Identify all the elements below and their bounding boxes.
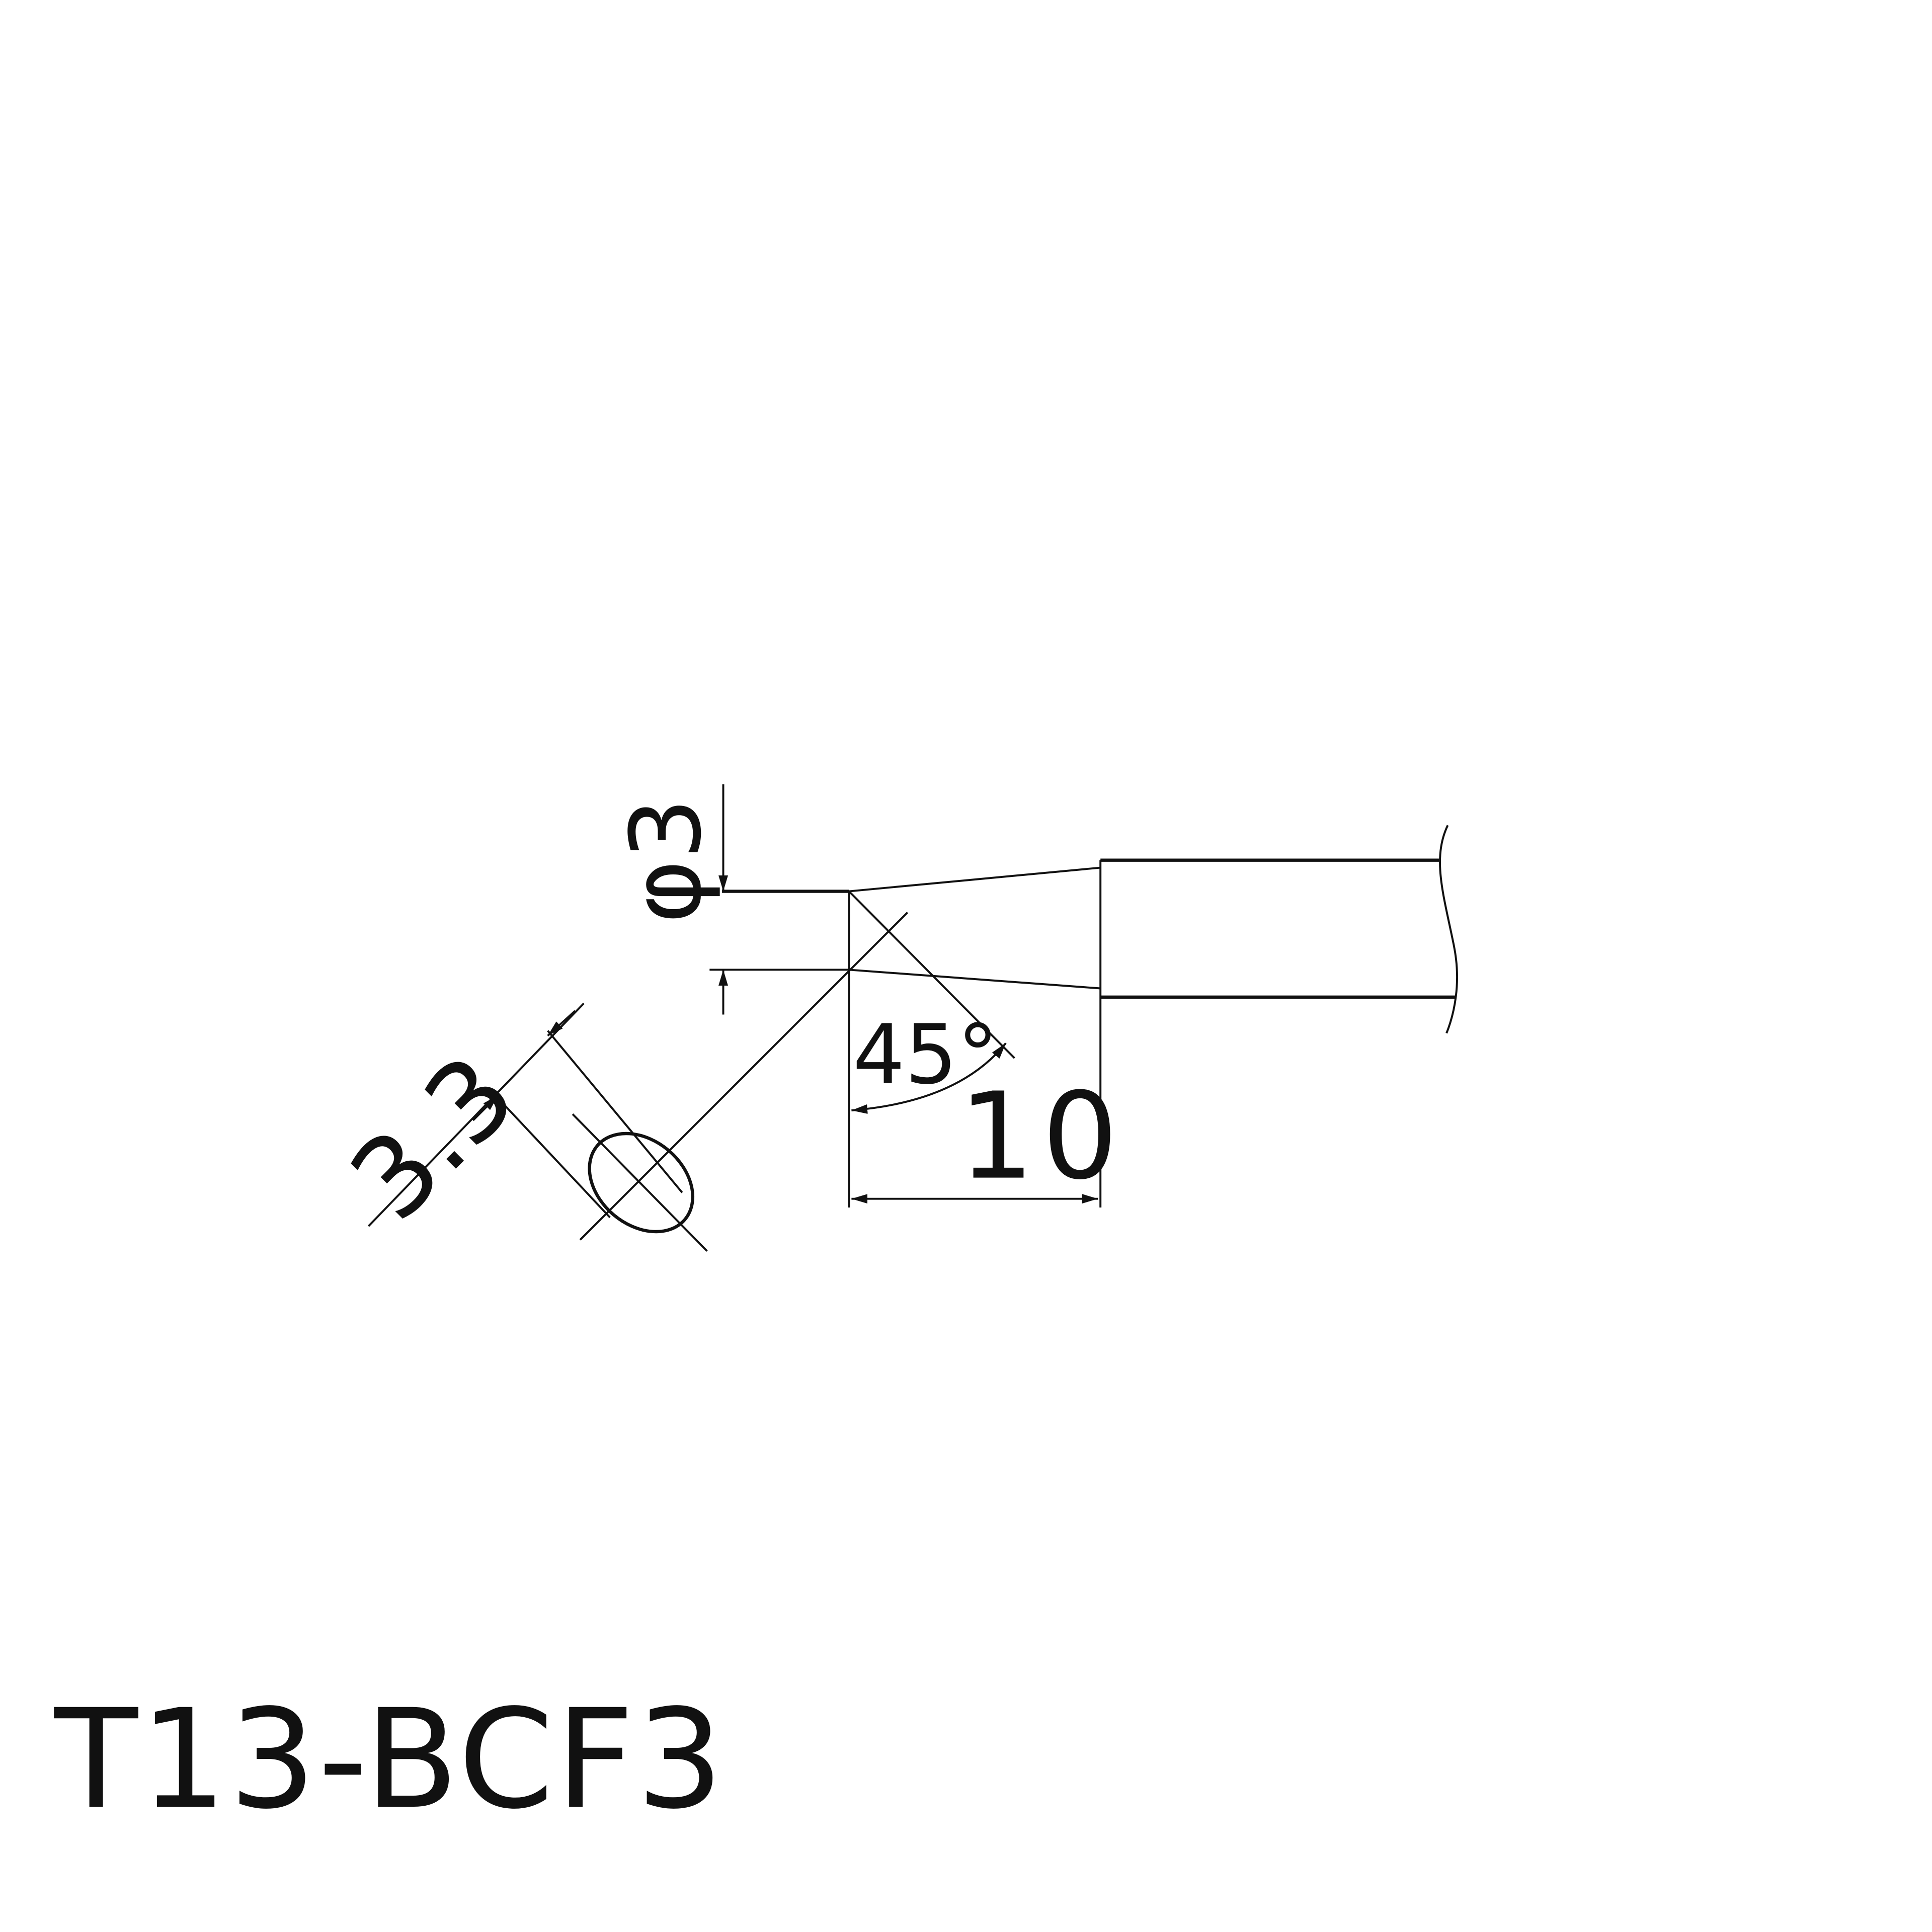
taper (848, 866, 1101, 1208)
length-dimension: 10 (851, 1068, 1125, 1206)
model-title: T13-BCF3 (54, 1680, 726, 1839)
length-label: 10 (958, 1068, 1125, 1206)
face-view: 3.3 (327, 912, 909, 1252)
angle-dimension: 45° (851, 1007, 1007, 1114)
face-ellipse (588, 1132, 695, 1234)
face-width-label: 3.3 (327, 1031, 540, 1245)
diameter-dimension: φ3 (610, 784, 849, 1015)
break-line (1439, 825, 1459, 1034)
angle-label: 45° (853, 1007, 998, 1103)
shank (1099, 825, 1459, 1208)
diameter-label: φ3 (610, 798, 723, 924)
